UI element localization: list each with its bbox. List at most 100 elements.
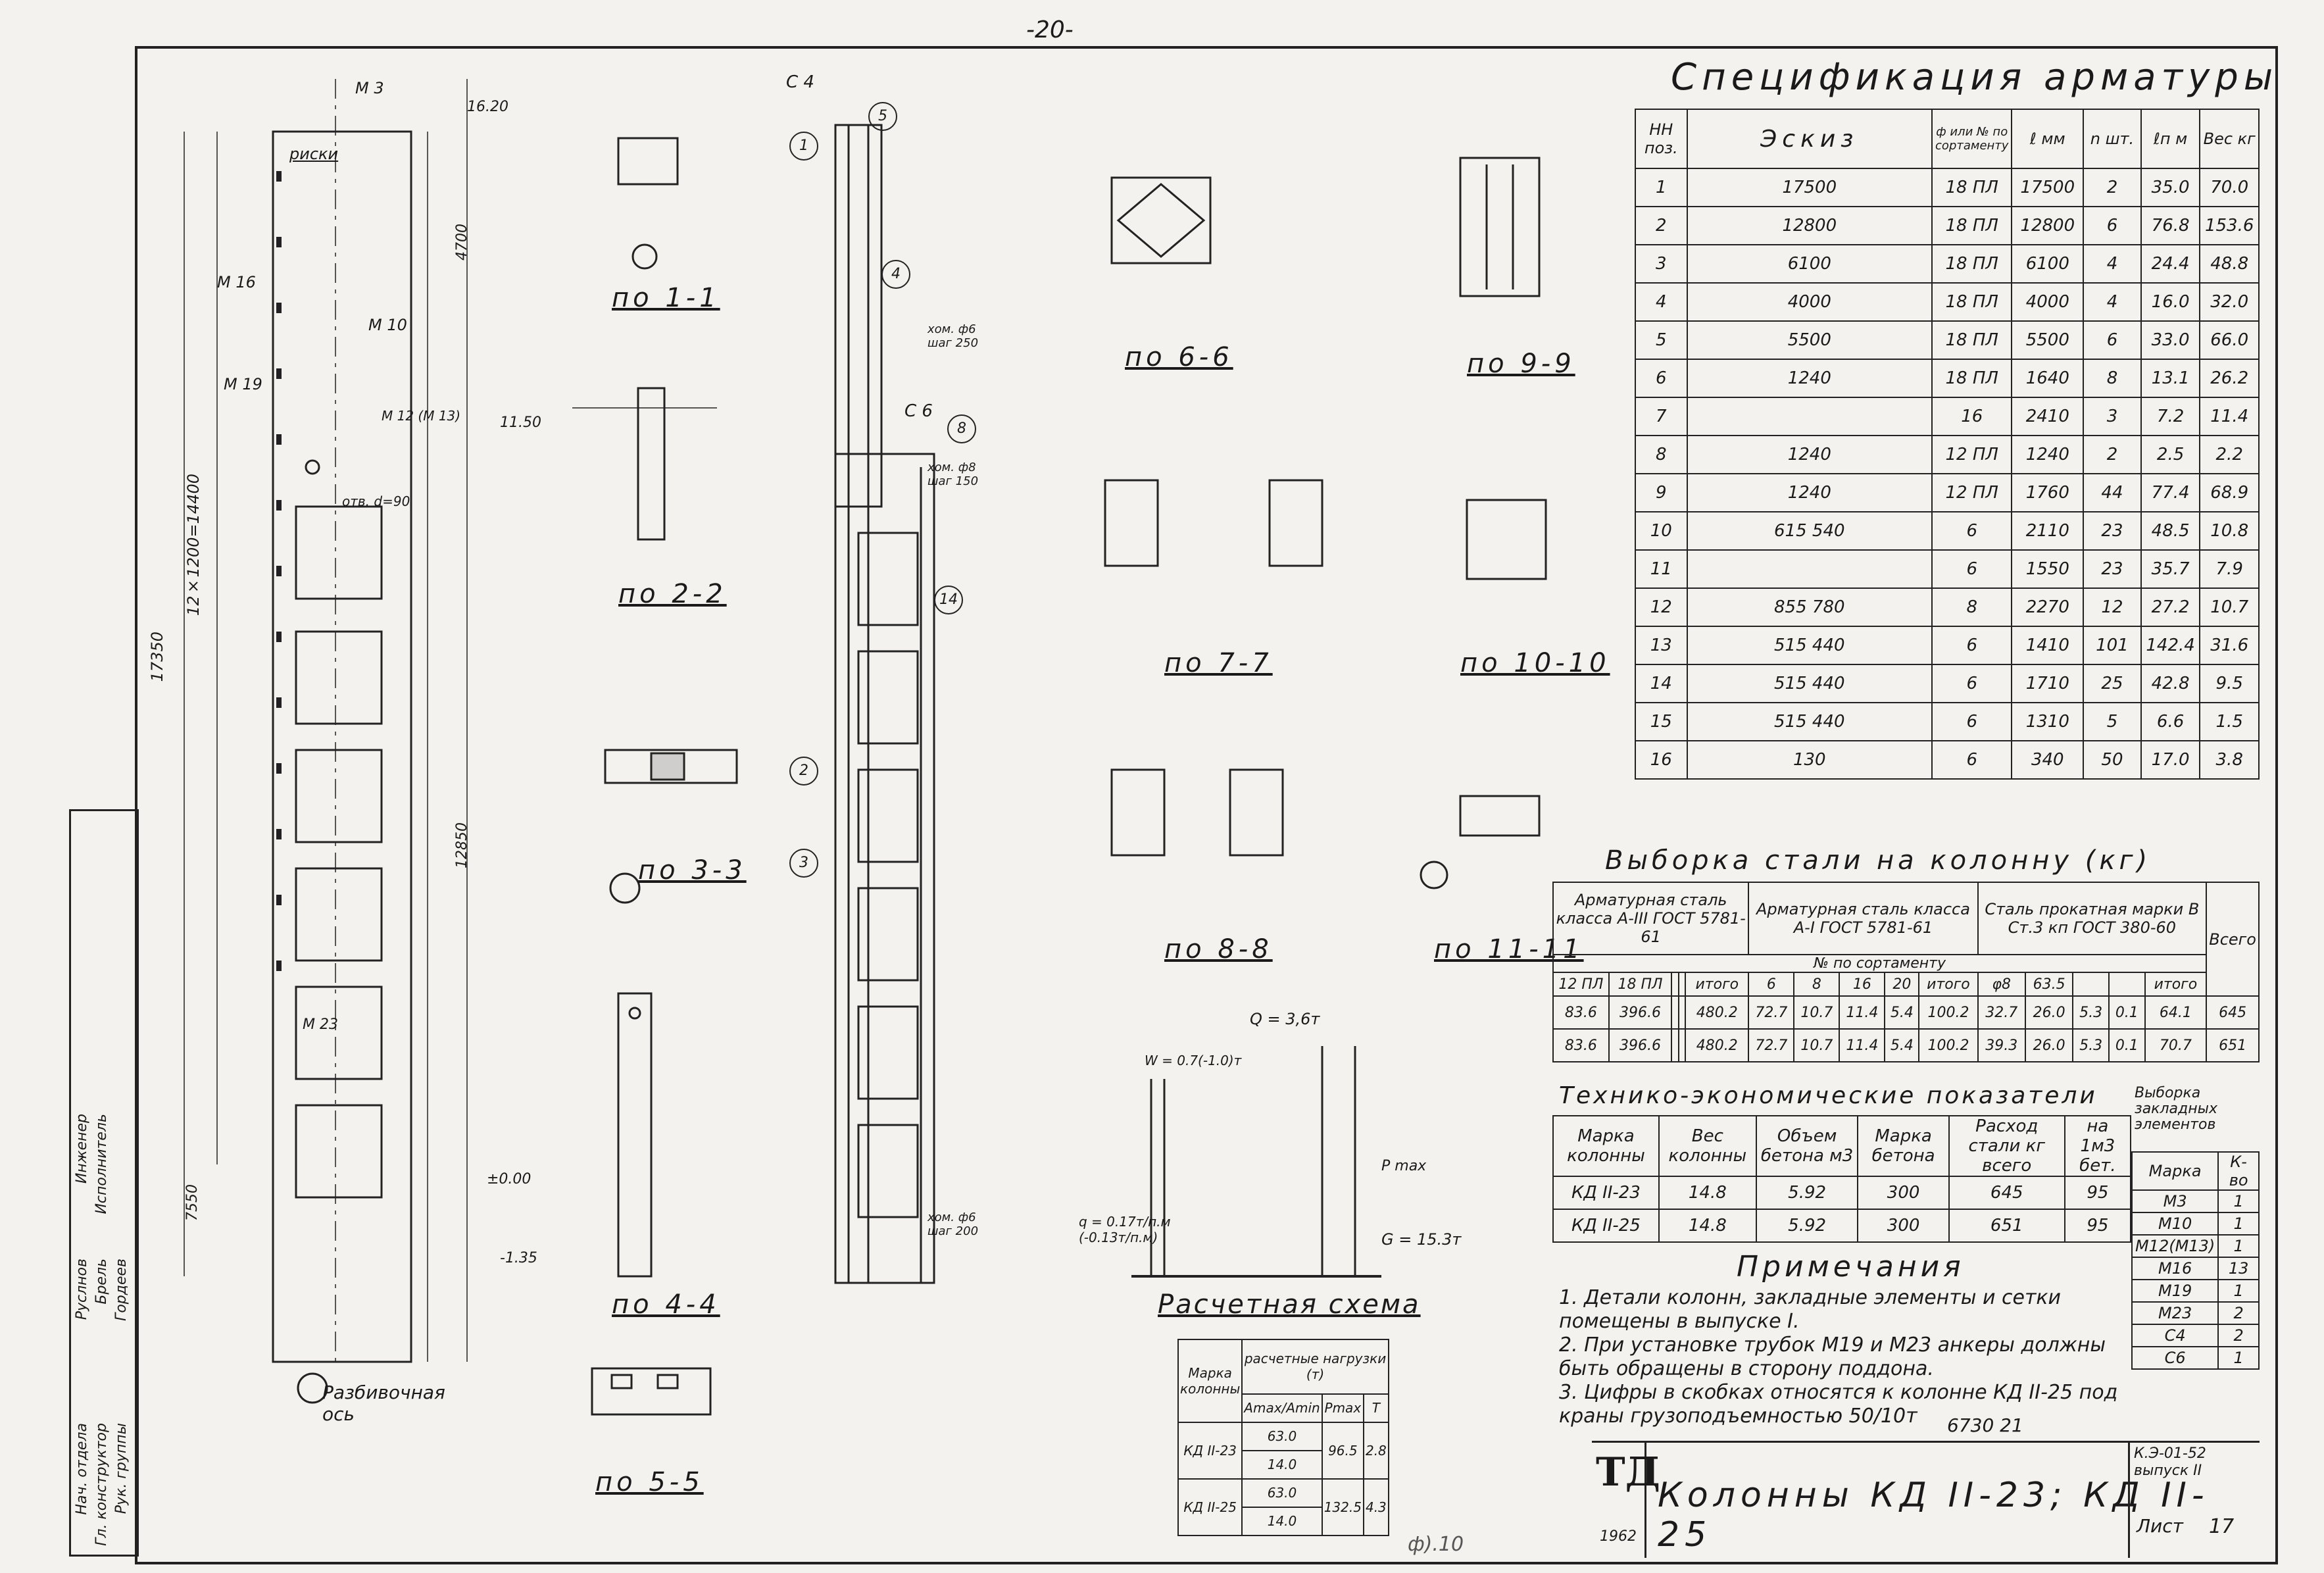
spec-cell: 6100 (2011, 244, 2085, 284)
spec-cell: 18 ПЛ (1931, 320, 2013, 360)
spec-cell: 16 (1635, 740, 1688, 780)
section-label-3-3: по 3-3 (638, 855, 747, 886)
steel-cell: 100.2 (1918, 1028, 1979, 1062)
steel-cell: 396.6 (1608, 995, 1673, 1030)
spec-cell: 4 (2083, 244, 2142, 284)
tech-cell: 5.92 (1755, 1176, 1859, 1210)
label-m12: М 12 (М 13) (382, 408, 461, 424)
section-5-5-drawing (591, 1367, 712, 1416)
spec-cell: 48.5 (2140, 511, 2201, 551)
calc-cell: 4.3 (1362, 1478, 1389, 1537)
spec-cell: 7.2 (2140, 397, 2201, 436)
title-series: К.Э-01-52 выпуск II (2134, 1445, 2206, 1479)
steel-group-a1: Арматурная сталь класса А-I ГОСТ 5781-61 (1748, 882, 1979, 955)
spec-header: Эскиз (1686, 109, 1933, 169)
section-label-4-4: по 4-4 (612, 1289, 720, 1320)
steel-col-header: 6 (1748, 972, 1795, 997)
steel-cell: 83.6 (1552, 995, 1610, 1030)
calc-cell: КД II-25 (1177, 1478, 1243, 1537)
tech-cell: 651 (1948, 1209, 2065, 1243)
spec-cell: 32.0 (2199, 282, 2260, 322)
stamp-text-3: Рук. группы (113, 1423, 130, 1514)
spec-cell: 10 (1635, 511, 1688, 551)
spec-cell: 4000 (1686, 282, 1933, 322)
section-11-11-drawing (1420, 795, 1541, 889)
steel-col-header: итого (1685, 972, 1750, 997)
spec-cell: 2110 (2011, 511, 2085, 551)
spec-cell: 11.4 (2199, 397, 2260, 436)
embedded-header: Марка (2131, 1151, 2219, 1191)
bubble-8: 8 (947, 414, 976, 443)
spec-cell: 14 (1635, 664, 1688, 703)
spec-cell: 12800 (2011, 206, 2085, 245)
embedded-cell: С6 (2131, 1346, 2219, 1370)
spec-cell: 11 (1635, 549, 1688, 589)
title-sheet-number: 17 (2209, 1515, 2235, 1538)
spec-cell: 6 (1931, 549, 2013, 589)
left-stamp: Нач. отдела Гл. конструктор Рук. группы … (69, 809, 139, 1557)
spec-cell: 142.4 (2140, 626, 2201, 665)
spec-cell: 130 (1686, 740, 1933, 780)
section-1-1-drawing (617, 137, 679, 270)
embedded-cell: М10 (2131, 1212, 2219, 1236)
spec-cell: 35.0 (2140, 168, 2201, 207)
label-stirrup-6-200: хом. ф6 шаг 200 (927, 1211, 979, 1238)
tech-cell: 14.8 (1658, 1176, 1757, 1210)
embedded-cell: 1 (2217, 1346, 2260, 1370)
embedded-cell: 2 (2217, 1324, 2260, 1347)
steel-col-header: 20 (1884, 972, 1920, 997)
calc-g-label: G = 15.3т (1381, 1230, 1462, 1249)
bottom-mark: ф).10 (1408, 1533, 1464, 1556)
main-column-drawing (184, 79, 468, 1404)
spec-cell: 17500 (1686, 168, 1933, 207)
calc-header-amax: Amax/Amin (1241, 1393, 1323, 1423)
steel-cell: 100.2 (1918, 995, 1979, 1030)
steel-cell: 651 (2206, 1028, 2260, 1062)
steel-group-a3: Арматурная сталь класса А-III ГОСТ 5781-… (1552, 882, 1750, 955)
note-item: 2. При установке трубок М19 и М23 анкеры… (1559, 1334, 2106, 1380)
steel-cell: 645 (2206, 995, 2260, 1030)
label-1150: 11.50 (500, 414, 541, 431)
bubble-14: 14 (934, 586, 963, 614)
spec-cell: 3 (2083, 397, 2142, 436)
steel-col-header: итого (1918, 972, 1979, 997)
steel-col-header (2108, 972, 2146, 997)
embedded-cell: М3 (2131, 1189, 2219, 1213)
calc-w-label: W = 0.7(-1.0)т (1145, 1053, 1242, 1068)
embedded-title: Выборка закладных элементов (2135, 1085, 2217, 1133)
spec-cell: 2 (2083, 168, 2142, 207)
calc-header-pmax: Pmax (1321, 1393, 1364, 1423)
steel-cell (1677, 995, 1687, 1030)
reinforcement-elevation (834, 124, 935, 1284)
spec-cell: 153.6 (2199, 206, 2260, 245)
spec-cell: 27.2 (2140, 587, 2201, 627)
calc-cell: 96.5 (1321, 1421, 1364, 1480)
stamp-text-6: Гордеев (113, 1259, 130, 1321)
steel-cell: 32.7 (1977, 995, 2026, 1030)
spec-cell: 23 (2083, 511, 2142, 551)
label-m10: М 10 (368, 316, 407, 334)
title-sheet-label: Лист (2137, 1515, 2183, 1537)
calc-loads-table: Марка колонны расчетные нагрузки (т) Ama… (1177, 1339, 1389, 1537)
spec-cell: 18 ПЛ (1931, 359, 2013, 398)
spec-cell: 18 ПЛ (1931, 282, 2013, 322)
spec-cell: 1410 (2011, 626, 2085, 665)
spec-cell: 1310 (2011, 702, 2085, 741)
embedded-cell: 1 (2217, 1234, 2260, 1258)
steel-cell: 26.0 (2024, 995, 2074, 1030)
calc-header-amax-text: Amax (1244, 1400, 1282, 1416)
calc-distributed-label: q = 0.17т/п.м (-0.13т/п.м) (1079, 1214, 1171, 1245)
section-9-9-drawing (1459, 157, 1541, 297)
